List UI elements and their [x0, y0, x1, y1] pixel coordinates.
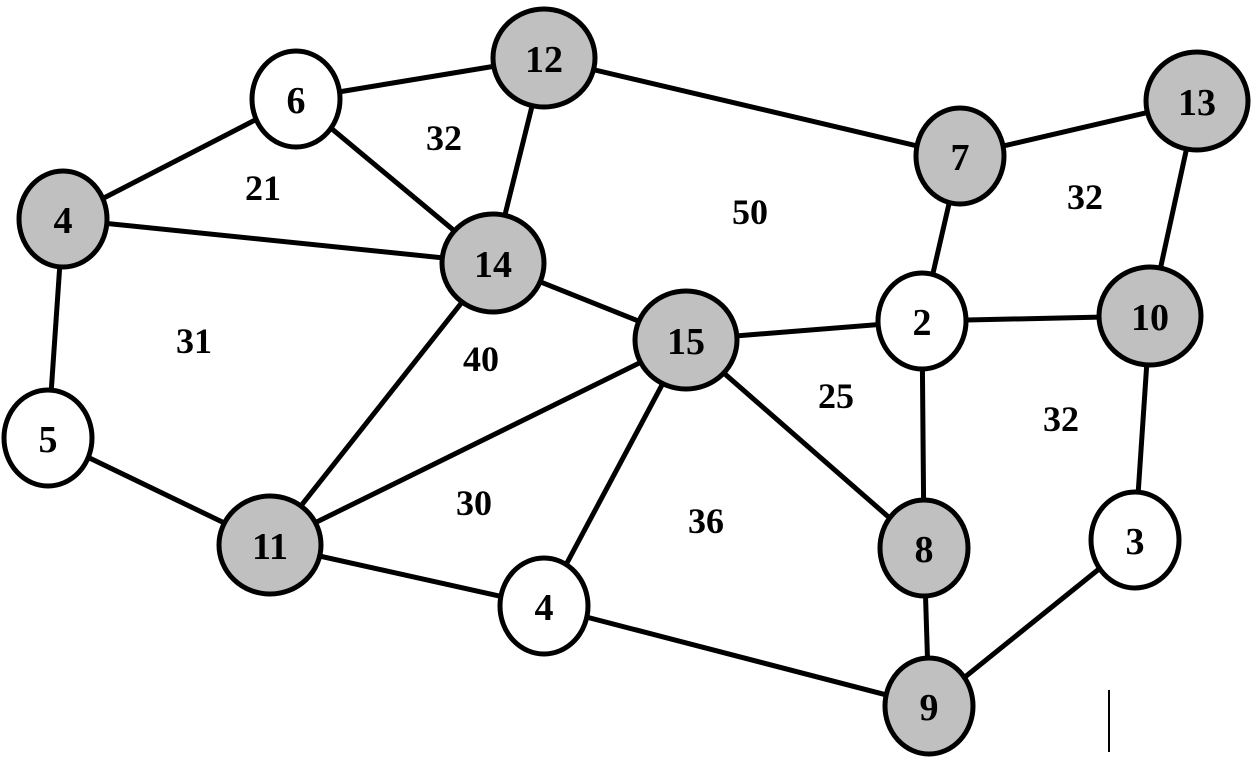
node-label-n11: 11 — [252, 526, 288, 568]
node-n2: 2 — [875, 270, 969, 372]
face-label-f31: 31 — [176, 321, 212, 361]
face-label-f30: 30 — [456, 483, 492, 523]
node-circle-n13 — [1143, 49, 1251, 153]
face-label-f40: 40 — [463, 339, 499, 379]
edge-n4a-n14 — [62, 216, 494, 266]
face-label-f50: 50 — [732, 192, 768, 232]
face-labels-layer: 21 32 50 32 31 40 25 32 30 36 — [176, 118, 1103, 541]
face-label-f32b: 32 — [1067, 177, 1103, 217]
node-circle-n7 — [913, 105, 1007, 207]
node-label-n13: 13 — [1178, 82, 1216, 124]
node-circle-n15 — [632, 288, 740, 392]
node-n15: 15 — [632, 288, 740, 392]
nodes-layer: 6 12 4 14 7 13 15 2 10 5 11 4 8 3 9 — [1, 6, 1251, 757]
face-label-f32c: 32 — [1043, 399, 1079, 439]
node-circle-n3 — [1088, 489, 1182, 591]
node-n6: 6 — [249, 48, 343, 150]
edges-layer — [45, 55, 1200, 709]
node-label-n6: 6 — [287, 80, 306, 122]
edge-n15-n8 — [684, 338, 926, 550]
node-label-n2: 2 — [913, 302, 932, 344]
node-circle-n9 — [882, 655, 976, 757]
node-label-n14: 14 — [474, 244, 512, 286]
node-circle-n8 — [877, 497, 971, 599]
node-label-n9: 9 — [920, 687, 939, 729]
node-circle-n5 — [1, 387, 95, 489]
node-circle-n12 — [490, 6, 598, 110]
node-circle-n2 — [875, 270, 969, 372]
node-circle-n6 — [249, 48, 343, 150]
node-n8: 8 — [877, 497, 971, 599]
node-n13: 13 — [1143, 49, 1251, 153]
node-circle-n4a — [16, 168, 110, 270]
node-label-n10: 10 — [1131, 297, 1169, 339]
node-n14: 14 — [439, 211, 547, 315]
node-label-n5: 5 — [39, 419, 58, 461]
node-n11: 11 — [216, 493, 324, 597]
node-circle-n11 — [216, 493, 324, 597]
node-label-n7: 7 — [951, 137, 970, 179]
face-label-f36: 36 — [688, 501, 724, 541]
node-n4a: 4 — [16, 168, 110, 270]
node-label-n4a: 4 — [54, 200, 73, 242]
node-label-n15: 15 — [667, 321, 705, 363]
node-label-n4b: 4 — [535, 587, 554, 629]
node-label-n3: 3 — [1126, 521, 1145, 563]
node-n5: 5 — [1, 387, 95, 489]
node-n12: 12 — [490, 6, 598, 110]
node-label-n12: 12 — [525, 39, 563, 81]
face-label-f21: 21 — [245, 168, 281, 208]
node-n4b: 4 — [497, 555, 591, 657]
node-circle-n10 — [1096, 264, 1204, 368]
node-n3: 3 — [1088, 489, 1182, 591]
edge-n14-n11 — [268, 261, 495, 547]
node-label-n8: 8 — [915, 529, 934, 571]
edge-n4b-n9 — [543, 603, 930, 709]
node-circle-n14 — [439, 211, 547, 315]
node-n10: 10 — [1096, 264, 1204, 368]
node-n7: 7 — [913, 105, 1007, 207]
face-label-f32a: 32 — [426, 118, 462, 158]
face-label-f25: 25 — [818, 376, 854, 416]
edge-n15-n11 — [268, 337, 688, 548]
edge-n12-n7 — [543, 55, 961, 159]
node-n9: 9 — [882, 655, 976, 757]
node-circle-n4b — [497, 555, 591, 657]
